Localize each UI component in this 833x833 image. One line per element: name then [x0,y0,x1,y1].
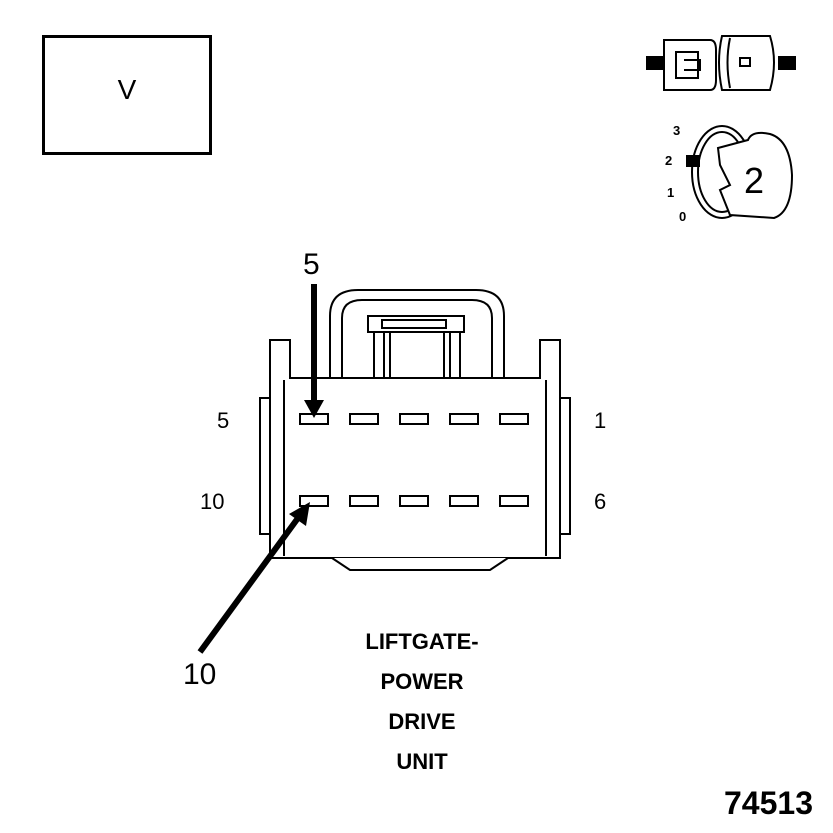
ignition-position-3: 3 [673,123,681,138]
terminal-pin [349,495,379,507]
terminal-pin [499,413,529,425]
ignition-key-position-label: 2 [744,160,765,201]
caption-line: DRIVE [388,709,456,734]
ignition-position-1: 1 [667,185,675,200]
probe-arrow-top [304,284,324,418]
pin-label-1: 1 [594,408,607,433]
probe-label-bottom: 10 [183,658,217,691]
caption-line: LIFTGATE- [365,629,479,654]
pin-label-5: 5 [217,408,230,433]
connector-body [259,289,571,571]
figure-number: 74513 [724,785,813,821]
terminal-pin [299,495,329,507]
terminal-pin [349,413,379,425]
ignition-key-icon [686,125,794,220]
probe-arrow-bottom [197,502,310,654]
caption-line: UNIT [396,749,448,774]
meter-mode-box: V [42,35,212,155]
meter-mode-label: V [117,74,137,105]
caption-line: POWER [380,669,464,694]
terminal-row-top [299,413,529,425]
pin-label-6: 6 [594,489,607,514]
pin-label-10: 10 [200,489,225,514]
terminal-pin [499,495,529,507]
ignition-position-2: 2 [665,153,673,168]
disconnected-connector-icon [646,35,796,91]
terminal-pin [399,495,429,507]
ignition-position-0: 0 [679,209,687,224]
terminal-row-bottom [299,495,529,507]
terminal-pin [449,495,479,507]
terminal-pin [449,413,479,425]
terminal-pin [399,413,429,425]
probe-label-top: 5 [303,248,320,281]
component-caption: LIFTGATE- POWER DRIVE UNIT [322,622,522,782]
